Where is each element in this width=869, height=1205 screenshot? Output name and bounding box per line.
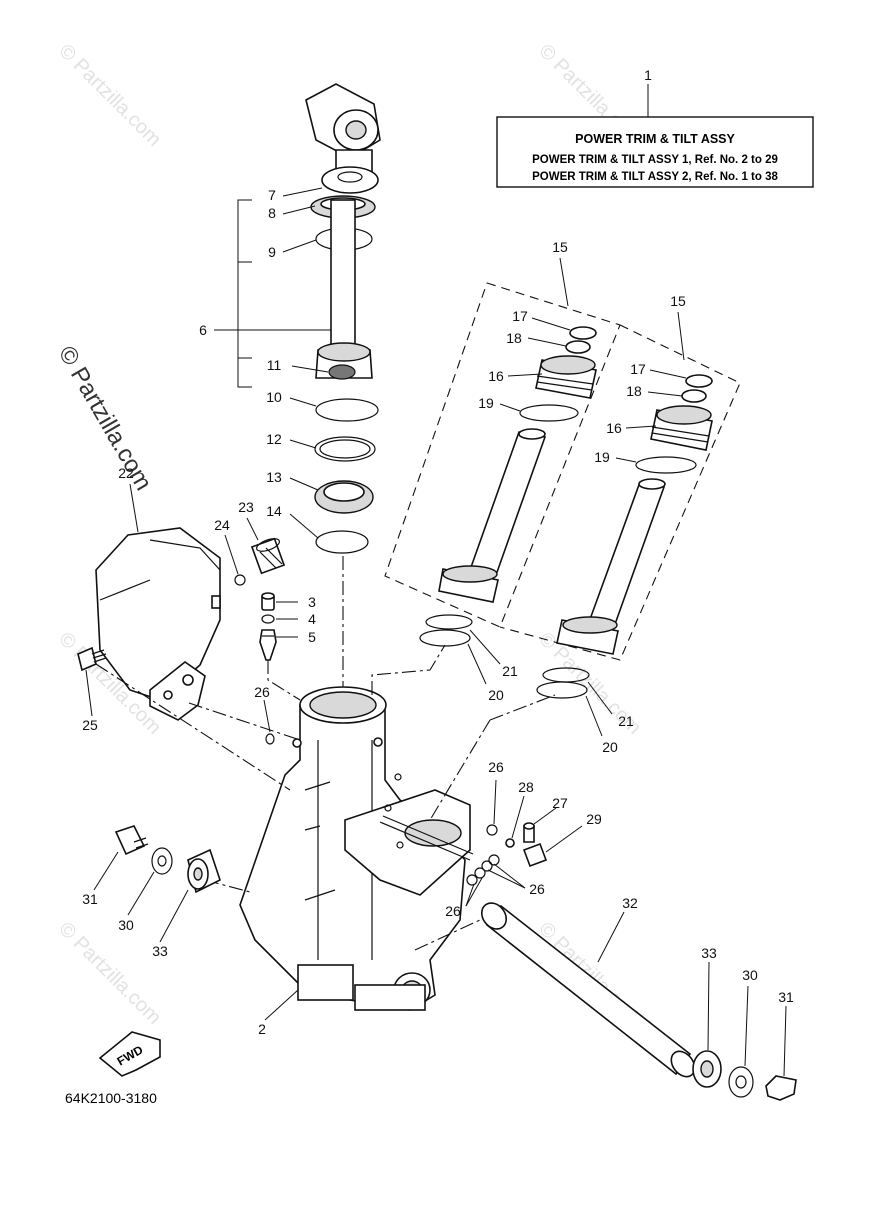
callout-26: 26 [488, 759, 504, 775]
callout-30: 30 [118, 917, 134, 933]
callout-11: 11 [267, 357, 282, 373]
callout-24: 24 [214, 517, 230, 533]
title-line-2: POWER TRIM & TILT ASSY 2, Ref. No. 1 to … [532, 171, 778, 183]
callout-31: 31 [778, 989, 794, 1005]
title-line-1: POWER TRIM & TILT ASSY 1, Ref. No. 2 to … [532, 154, 778, 166]
callout-32: 32 [622, 895, 638, 911]
callout-23: 23 [238, 499, 254, 515]
callout-7: 7 [268, 187, 276, 203]
callout-30: 30 [742, 967, 758, 983]
leader-lines [85, 187, 787, 1077]
watermark-text: © Partzilla.com [54, 40, 165, 151]
callout-18: 18 [506, 330, 522, 346]
callout-26: 26 [445, 903, 461, 919]
callout-33: 33 [701, 945, 717, 961]
callout-17: 17 [630, 361, 646, 377]
title-box: POWER TRIM & TILT ASSY POWER TRIM & TILT… [496, 84, 814, 188]
callout-19: 19 [478, 395, 494, 411]
piston-rod-assembly [305, 83, 381, 705]
callouts: 1 2 3 4 5 6 7 8 9 10 11 12 13 14 15 15 1… [82, 67, 794, 1037]
callout-10: 10 [266, 389, 282, 405]
callout-16: 16 [488, 368, 504, 384]
callout-19: 19 [594, 449, 610, 465]
callout-28: 28 [518, 779, 534, 795]
small-parts [234, 537, 286, 661]
callout-15: 15 [552, 239, 568, 255]
callout-25: 25 [82, 717, 98, 733]
callout-13: 13 [266, 469, 282, 485]
fwd-arrow-icon: FWD [98, 1031, 161, 1077]
callout-27: 27 [552, 795, 568, 811]
callout-21: 21 [502, 663, 518, 679]
callout-16: 16 [606, 420, 622, 436]
tilt-cylinder-housing [239, 686, 474, 1011]
callout-4: 4 [308, 611, 316, 627]
callout-21: 21 [618, 713, 634, 729]
trim-cylinder-set-1 [384, 282, 621, 628]
callout-8: 8 [268, 205, 276, 221]
trim-cylinder-set-2 [499, 324, 741, 661]
callout-3: 3 [308, 594, 316, 610]
callout-9: 9 [268, 244, 276, 260]
callout-2: 2 [258, 1021, 266, 1037]
callout-26: 26 [254, 684, 270, 700]
callout-18: 18 [626, 383, 642, 399]
callout-20: 20 [488, 687, 504, 703]
watermark-text: © Partzilla.com [53, 342, 157, 496]
callout-33: 33 [152, 943, 168, 959]
watermark-text: © Partzilla.com [54, 918, 165, 1029]
callout-29: 29 [586, 811, 602, 827]
callout-26: 26 [529, 881, 545, 897]
tank-cover [95, 527, 221, 721]
callout-15: 15 [670, 293, 686, 309]
callout-14: 14 [266, 503, 282, 519]
callout-1: 1 [644, 67, 652, 83]
diagram-code: 64K2100-3180 [65, 1090, 157, 1106]
callout-6: 6 [199, 322, 207, 338]
callout-22: 22 [118, 465, 134, 481]
callout-17: 17 [512, 308, 528, 324]
callout-31: 31 [82, 891, 98, 907]
tilt-shaft [480, 902, 696, 1078]
title-heading: POWER TRIM & TILT ASSY [575, 132, 735, 146]
callout-5: 5 [308, 629, 316, 645]
callout-12: 12 [266, 431, 282, 447]
callout-20: 20 [602, 739, 618, 755]
